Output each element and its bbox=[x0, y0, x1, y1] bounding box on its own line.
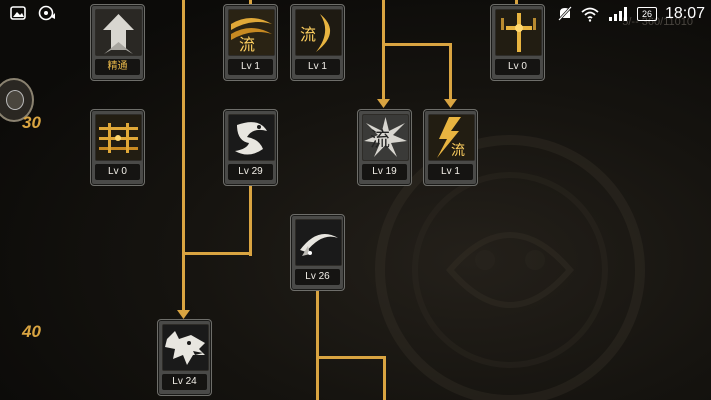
svg-text:流: 流 bbox=[300, 25, 316, 44]
dragon-swirl-skill-icon bbox=[228, 114, 275, 161]
skill-level-label: Lv 1 bbox=[428, 164, 473, 180]
connector-line bbox=[449, 43, 452, 100]
skill-node-dragon-swirl[interactable]: Lv 29 bbox=[223, 109, 278, 186]
skill-node-flow-crescent[interactable]: 流 Lv 1 bbox=[290, 4, 345, 81]
status-bar: 5/-- 360/11010 26 18:07 bbox=[0, 0, 711, 28]
arrow-up-skill-icon bbox=[95, 9, 142, 56]
connector-line bbox=[249, 0, 252, 6]
connector-line bbox=[316, 288, 319, 400]
flow-burst-skill-icon: 流 bbox=[362, 114, 409, 161]
status-overlay-text: 5/-- 360/11010 bbox=[622, 16, 693, 28]
skill-node-flow-wave[interactable]: 流 Lv 1 bbox=[223, 4, 278, 81]
skill-node-sword-cross[interactable]: Lv 0 bbox=[490, 4, 545, 81]
connector-line bbox=[182, 252, 252, 255]
clock-time: 18:07 bbox=[664, 5, 705, 22]
skill-level-label: Lv 19 bbox=[362, 164, 407, 180]
skill-level-label: Lv 24 bbox=[162, 374, 207, 390]
skill-node-slash-arc[interactable]: Lv 26 bbox=[290, 214, 345, 291]
wifi-icon bbox=[581, 7, 599, 22]
skill-level-label: 精通 bbox=[95, 59, 140, 75]
sword-cross-skill-icon bbox=[495, 9, 542, 56]
skill-node-wolf-head[interactable]: Lv 24 bbox=[157, 319, 212, 396]
level-marker-40: 40 bbox=[22, 322, 41, 341]
connector-line bbox=[249, 186, 252, 256]
side-drawer-handle[interactable] bbox=[0, 78, 34, 122]
battery-icon: 26 bbox=[636, 7, 657, 21]
arrow-head-icon bbox=[377, 99, 390, 108]
flow-wave-skill-icon: 流 bbox=[228, 9, 275, 56]
connector-line bbox=[316, 356, 386, 359]
svg-text:流: 流 bbox=[451, 143, 465, 159]
connector-line bbox=[382, 0, 385, 100]
svg-text:流: 流 bbox=[370, 127, 390, 151]
drawer-grip-icon bbox=[6, 90, 24, 110]
signal-icon bbox=[608, 7, 627, 21]
skill-node-flow-burst[interactable]: 流 Lv 19 bbox=[357, 109, 412, 186]
skill-node-arrow-up[interactable]: 精通 bbox=[90, 4, 145, 81]
arrow-head-icon bbox=[177, 310, 190, 319]
skill-level-label: Lv 0 bbox=[95, 164, 140, 180]
skill-node-gear-rails[interactable]: Lv 0 bbox=[90, 109, 145, 186]
connector-line bbox=[182, 0, 185, 314]
music-note-icon bbox=[38, 5, 55, 21]
skill-level-label: Lv 0 bbox=[495, 59, 540, 75]
level-marker-30: 30 bbox=[22, 113, 41, 132]
arrow-head-icon bbox=[444, 99, 457, 108]
connector-line bbox=[383, 356, 386, 400]
skill-level-label: Lv 1 bbox=[228, 59, 273, 75]
svg-text:流: 流 bbox=[239, 35, 255, 54]
gear-rails-skill-icon bbox=[95, 114, 142, 161]
mute-icon bbox=[558, 6, 572, 21]
skill-level-label: Lv 29 bbox=[228, 164, 273, 180]
gallery-icon bbox=[10, 6, 26, 20]
connector-line bbox=[382, 43, 452, 46]
wolf-head-skill-icon bbox=[162, 324, 209, 371]
slash-arc-skill-icon bbox=[295, 219, 342, 266]
flow-lightning-skill-icon: 流 bbox=[428, 114, 475, 161]
skill-node-flow-lightning[interactable]: 流 Lv 1 bbox=[423, 109, 478, 186]
skill-level-label: Lv 1 bbox=[295, 59, 340, 75]
skill-level-label: Lv 26 bbox=[295, 269, 340, 285]
flow-crescent-skill-icon: 流 bbox=[295, 9, 342, 56]
